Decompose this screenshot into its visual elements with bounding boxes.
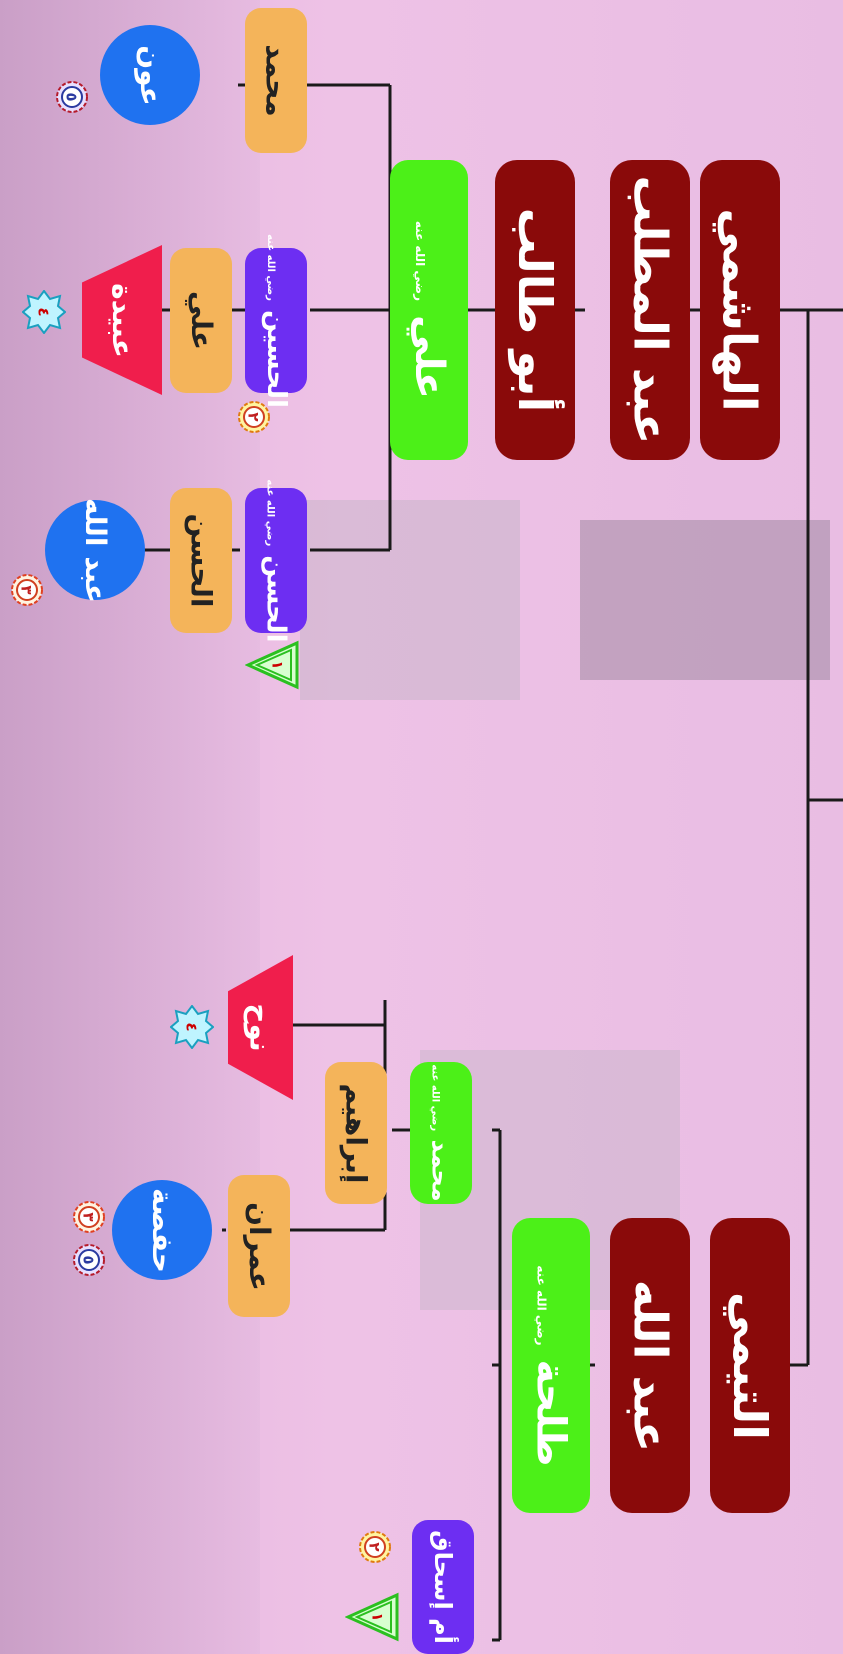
node-abdullah[interactable]: عبد الله	[45, 500, 145, 600]
node-hashemi[interactable]: الهاشمي	[700, 160, 780, 460]
node-hasan-son[interactable]: الحسن	[170, 488, 232, 633]
node-abutalib[interactable]: أبو طالب	[495, 160, 575, 460]
node-hasan[interactable]: الحسن رضي الله عنه	[245, 488, 307, 633]
node-awn[interactable]: عون	[100, 25, 200, 125]
badge-circle: ٥	[72, 1243, 106, 1277]
badge-star: ٤	[170, 1005, 214, 1049]
node-hafsa[interactable]: حفصة	[112, 1180, 212, 1280]
node-ali-son[interactable]: علي	[170, 248, 232, 393]
badge-triangle: ١	[345, 1592, 400, 1642]
node-abdullah-taym[interactable]: عبد الله	[610, 1218, 690, 1513]
badge-circle: ٥	[55, 80, 89, 114]
node-umm-ishaq[interactable]: أم إسحاق	[412, 1520, 474, 1654]
badge-circle: ٢	[237, 400, 271, 434]
node-imran[interactable]: عمران	[228, 1175, 290, 1317]
node-muhammad-talha[interactable]: محمد رضي الله عنه	[410, 1062, 472, 1204]
connector	[740, 310, 843, 1365]
connector	[310, 85, 390, 550]
connector	[492, 1130, 500, 1640]
badge-triangle: ١	[245, 640, 300, 690]
badge-star: ٤	[22, 290, 66, 334]
badge-circle: ٣	[72, 1200, 106, 1234]
node-muhammad[interactable]: محمد	[245, 8, 307, 153]
node-taymi[interactable]: التيمي	[710, 1218, 790, 1513]
node-ibrahim[interactable]: إبراهيم	[325, 1062, 387, 1204]
badge-circle: ٣	[10, 573, 44, 607]
node-abdulmuttalib[interactable]: عبد المطلب	[610, 160, 690, 460]
node-ali[interactable]: علي رضي الله عنه	[390, 160, 468, 460]
node-talha[interactable]: طلحة رضي الله عنه	[512, 1218, 590, 1513]
node-husayn[interactable]: الحسين رضي الله عنه	[245, 248, 307, 393]
badge-circle: ٢	[358, 1530, 392, 1564]
